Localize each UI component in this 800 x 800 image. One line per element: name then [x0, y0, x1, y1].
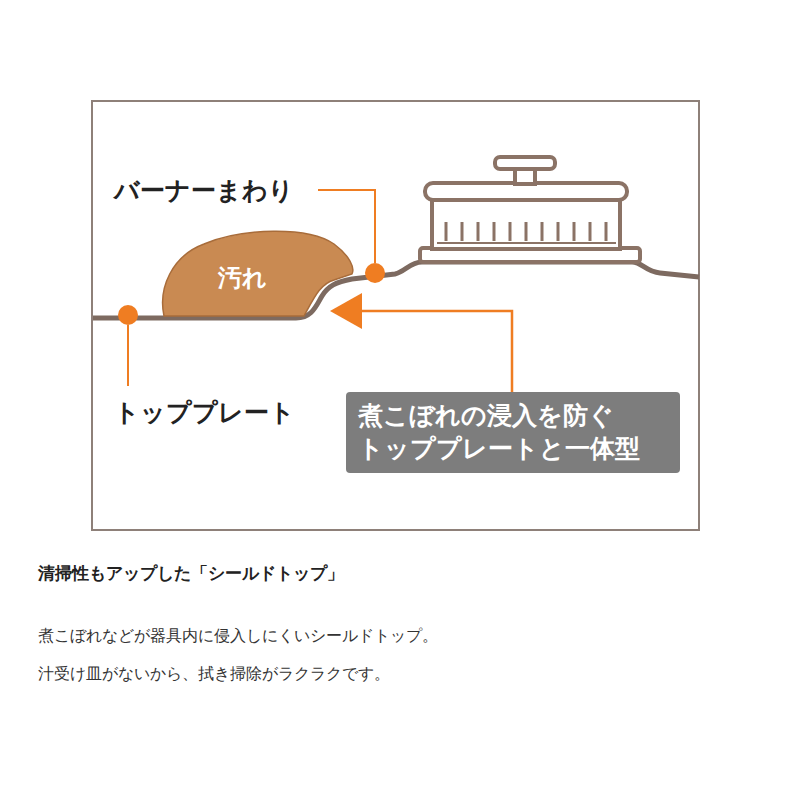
body-text: 汁受け皿がないから、拭き掃除がラクラクです。 [38, 664, 390, 685]
callout-arrow-line [356, 311, 512, 392]
dirt-label: 汚れ [218, 262, 267, 294]
burner-slots [446, 222, 606, 241]
burner-slot-base [437, 242, 616, 244]
callout-text: 煮こぼれの浸入を防ぐ トッププレートと一体型 [358, 400, 668, 465]
burner-slot [557, 222, 560, 241]
callout-box: 煮こぼれの浸入を防ぐ トッププレートと一体型 [346, 392, 680, 473]
burner-slot [605, 222, 608, 241]
burner-slot [589, 222, 592, 241]
burner-slot [477, 222, 480, 241]
burner-slot [541, 222, 544, 241]
leader-line [127, 325, 129, 386]
callout-arrowhead [330, 293, 362, 329]
frame [92, 101, 699, 530]
burner-slot [445, 222, 448, 241]
marker-dot [365, 263, 385, 283]
heading: 清掃性もアップした「シールドトップ」 [38, 562, 344, 585]
part-label: トッププレート [114, 396, 295, 429]
marker-dot [118, 305, 138, 325]
body-text: 煮こぼれなどが器具内に侵入しにくいシールドトップ。 [38, 626, 438, 647]
part-label: バーナーまわり [114, 174, 294, 207]
burner-slot [509, 222, 512, 241]
dirt-blob: 汚れ [158, 222, 356, 318]
burner-slot [573, 222, 576, 241]
burner-slot [461, 222, 464, 241]
burner-slot [525, 222, 528, 241]
burner [420, 157, 640, 262]
dirt-outline [163, 231, 353, 316]
burner-slot [493, 222, 496, 241]
